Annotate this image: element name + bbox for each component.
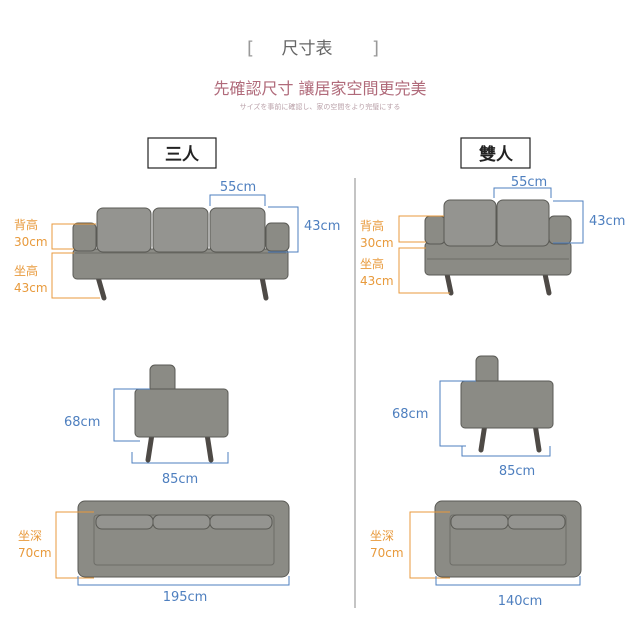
- total-width-dimension: [77, 576, 290, 586]
- cushion-width-dimension: [493, 187, 552, 198]
- side-height-dimension: [113, 388, 150, 442]
- subtitle: 先確認尺寸 讓居家空間更完美: [213, 79, 426, 98]
- page-title: 尺寸表: [282, 39, 333, 59]
- three-seat-top-view: [77, 500, 290, 578]
- two-seat-section: 雙人 55cm 43cm 背高 30cm 坐高 43cm: [360, 137, 625, 609]
- title-bracket-close: ]: [372, 38, 379, 59]
- two-seat-top-view: [434, 500, 582, 578]
- side-depth-dimension: [131, 452, 229, 464]
- seat-height-value: 43cm: [360, 274, 394, 288]
- sofa-leg: [95, 274, 107, 301]
- back-height-dimension: [51, 223, 96, 250]
- back-cushion: [152, 207, 209, 253]
- three-seat-front-view: [72, 207, 290, 301]
- arm-height-label: 43cm: [589, 214, 625, 229]
- three-seat-side-view: [134, 364, 229, 463]
- cushion-width-label: 55cm: [511, 175, 547, 190]
- top-back-cushion: [450, 514, 509, 530]
- side-body: [134, 388, 229, 438]
- seat-height-label: 坐高: [14, 263, 38, 278]
- seat-height-value: 43cm: [14, 281, 48, 295]
- seat-height-label: 坐高: [360, 256, 384, 271]
- top-back-cushion: [152, 514, 211, 530]
- two-seat-badge-label: 雙人: [479, 144, 514, 165]
- sofa-arm-left: [424, 215, 446, 245]
- side-height-label: 68cm: [64, 415, 100, 430]
- top-back-cushion: [209, 514, 273, 530]
- back-cushion: [496, 199, 550, 247]
- side-height-label: 68cm: [392, 407, 428, 422]
- two-seat-badge: [460, 137, 531, 169]
- sofa-leg: [259, 274, 269, 301]
- arm-height-dimension: [553, 200, 584, 244]
- back-cushion: [443, 199, 497, 247]
- sofa-leg: [204, 431, 214, 463]
- sofa-leg: [145, 431, 155, 463]
- seat-depth-value: 70cm: [18, 546, 52, 560]
- back-height-label: 背高: [360, 218, 384, 233]
- seat-depth-label: 坐深: [370, 529, 394, 543]
- side-depth-dimension: [461, 446, 551, 457]
- side-height-dimension: [439, 380, 476, 447]
- back-height-dimension: [398, 215, 444, 243]
- seat-depth-dimension: [55, 511, 94, 579]
- two-seat-front-view: [424, 199, 572, 296]
- seat-height-dimension: [51, 252, 100, 299]
- back-height-value: 30cm: [360, 236, 394, 250]
- two-seat-side-view: [460, 355, 554, 453]
- total-width-label: 140cm: [498, 594, 543, 609]
- arm-height-dimension: [268, 206, 299, 253]
- back-height-value: 30cm: [14, 235, 48, 249]
- total-width-label: 195cm: [163, 590, 208, 605]
- side-depth-label: 85cm: [162, 472, 198, 487]
- back-cushion: [209, 207, 266, 253]
- back-cushion: [96, 207, 152, 253]
- subtitle-caption: サイズを事前に確認し、家の空間をより完璧にする: [240, 102, 401, 111]
- side-body: [460, 380, 554, 429]
- top-back-cushion: [507, 514, 566, 530]
- seat-height-dimension: [398, 247, 450, 294]
- three-seat-badge: [147, 137, 217, 169]
- top-back-cushion: [95, 514, 154, 530]
- sofa-leg: [542, 271, 552, 296]
- three-seat-section: 三人 55cm 43cm 背高 30cm: [14, 137, 340, 605]
- cushion-width-label: 55cm: [220, 180, 256, 195]
- sofa-arm-left: [72, 222, 97, 252]
- sofa-arm-right: [548, 215, 572, 245]
- sofa-leg: [444, 271, 454, 296]
- back-height-label: 背高: [14, 217, 38, 232]
- total-width-dimension: [435, 576, 581, 586]
- seat-depth-value: 70cm: [370, 546, 404, 560]
- seat-depth-dimension: [409, 511, 450, 579]
- title-bracket-open: [: [247, 38, 254, 59]
- cushion-width-dimension: [209, 194, 266, 206]
- three-seat-badge-label: 三人: [165, 145, 200, 165]
- arm-height-label: 43cm: [304, 219, 340, 234]
- side-depth-label: 85cm: [499, 464, 535, 479]
- seat-depth-label: 坐深: [18, 529, 42, 543]
- sofa-arm-right: [265, 222, 290, 252]
